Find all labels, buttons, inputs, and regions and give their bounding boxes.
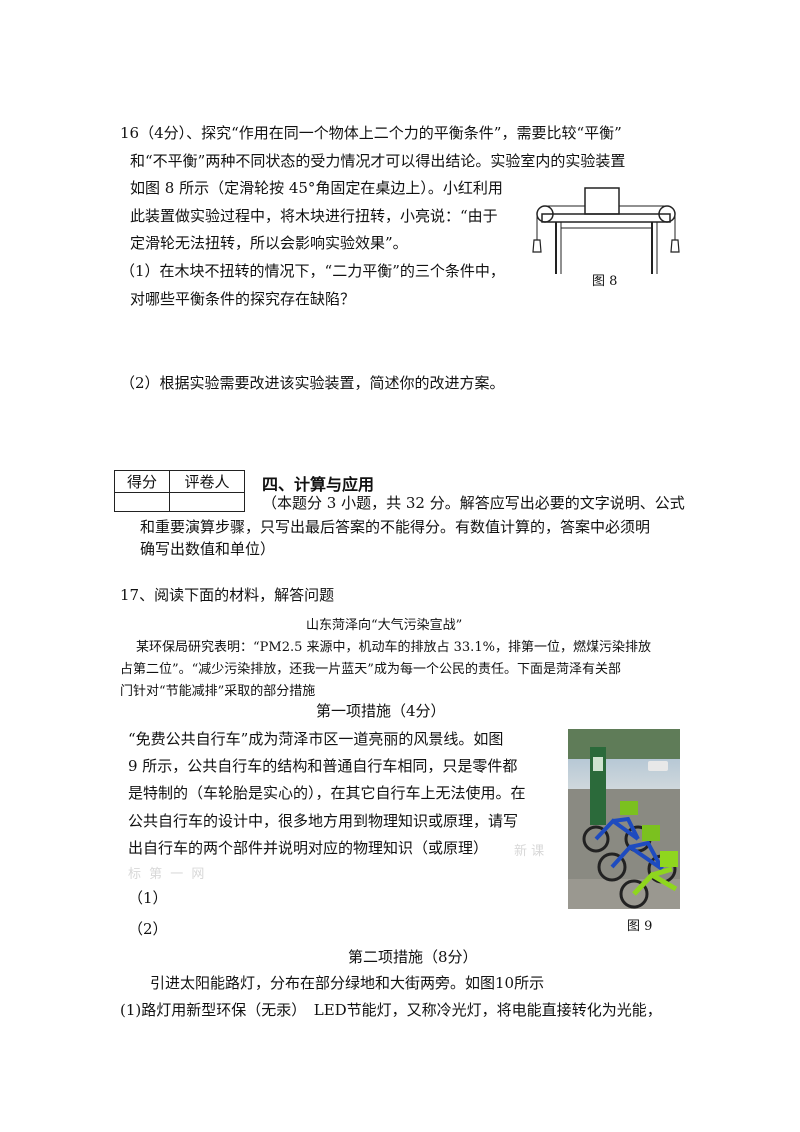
q17-intro: 17、阅读下面的材料，解答问题 bbox=[120, 586, 335, 604]
weight-left bbox=[532, 239, 542, 253]
table-top bbox=[541, 213, 671, 223]
score-table: 得分 评卷人 bbox=[114, 470, 245, 512]
measure-1-line-1: “免费公共自行车”成为菏泽市区一道亮丽的风景线。如图 bbox=[128, 730, 504, 748]
article-line-3: 门针对“节能减排”采取的部分措施 bbox=[120, 684, 316, 699]
article-title: 山东菏泽向“大气污染宣战” bbox=[306, 618, 463, 633]
measure-1-line-5: 出自行车的两个部件并说明对应的物理知识（或原理） bbox=[128, 839, 489, 857]
measure-1-title: 第一项措施（4分） bbox=[316, 702, 446, 720]
q16-line-1: 16（4分）、探究“作用在同一个物体上二个力的平衡条件”，需要比较“平衡” bbox=[120, 124, 622, 142]
grader-header: 评卷人 bbox=[169, 470, 245, 493]
measure-2-title: 第二项措施（8分） bbox=[348, 948, 478, 966]
figure-8-caption: 图 8 bbox=[592, 274, 618, 289]
q16-sub1-line-2: 对哪些平衡条件的探究存在缺陷？ bbox=[130, 290, 356, 308]
measure-2-line-2: (1)路灯用新型环保（无汞） LED节能灯，又称冷光灯，将电能直接转化为光能， bbox=[120, 1001, 662, 1019]
watermark-1: 新 课 bbox=[514, 844, 545, 859]
section-4-title: 四、计算与应用 bbox=[262, 475, 375, 494]
measure-1-line-2: 9 所示，公共自行车的结构和普通自行车相同，只是零件都 bbox=[128, 757, 518, 775]
figure-9-caption: 图 9 bbox=[627, 919, 653, 934]
grader-cell bbox=[169, 492, 245, 512]
answer-1-label: （1） bbox=[128, 889, 168, 907]
measure-1-line-3: 是特制的（车轮胎是实心的），在其它自行车上无法使用。在 bbox=[128, 784, 526, 802]
section-4-note-line-1: （本题分 3 小题，共 32 分。解答应写出必要的文字说明、公式 bbox=[262, 494, 685, 512]
article-line-1: 某环保局研究表明：“PM2.5 来源中，机动车的排放占 33.1%，排第一位，燃… bbox=[136, 640, 651, 655]
q16-sub2: （2）根据实验需要改进该实验装置，简述你的改进方案。 bbox=[120, 374, 505, 392]
figure-9-photo bbox=[568, 729, 680, 909]
q16-line-5: 定滑轮无法扭转，所以会影响实验效果”。 bbox=[130, 234, 408, 252]
watermark-2: 标 第 一 网 bbox=[128, 867, 207, 882]
score-header: 得分 bbox=[114, 470, 170, 493]
q16-sub1-line-1: （1）在木块不扭转的情况下，“二力平衡”的三个条件中， bbox=[120, 262, 505, 280]
section-4-note-line-2: 和重要演算步骤，只写出最后答案的不能得分。有数值计算的，答案中必须明 bbox=[140, 518, 651, 536]
score-cell bbox=[114, 492, 170, 512]
section-4-note-line-3: 确写出数值和单位） bbox=[140, 540, 276, 558]
measure-2-line-1: 引进太阳能路灯，分布在部分绿地和大街两旁。如图10所示 bbox=[150, 974, 545, 992]
measure-1-line-4: 公共自行车的设计中，很多地方用到物理知识或原理，请写 bbox=[128, 812, 519, 830]
weight-right bbox=[670, 239, 680, 253]
article-line-2: 占第二位”。“减少污染排放，还我一片蓝天”成为每一个公民的责任。下面是菏泽有关部 bbox=[120, 662, 621, 677]
q16-line-3: 如图 8 所示（定滑轮按 45°角固定在桌边上）。小红利用 bbox=[130, 179, 503, 197]
q16-line-2: 和“不平衡”两种不同状态的受力情况才可以得出结论。实验室内的实验装置 bbox=[130, 152, 626, 170]
wood-block bbox=[584, 187, 620, 215]
answer-2-label: （2） bbox=[128, 920, 168, 938]
figure-8-apparatus bbox=[532, 187, 680, 274]
q16-line-4: 此装置做实验过程中，将木块进行扭转，小亮说：“由于 bbox=[130, 207, 498, 225]
